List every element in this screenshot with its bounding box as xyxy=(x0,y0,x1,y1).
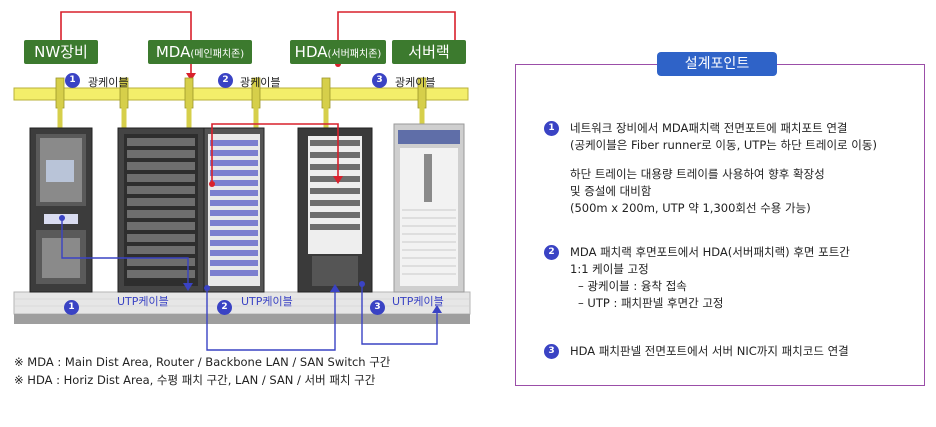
blue-cable-2 xyxy=(206,288,336,351)
point-2-number: 2 xyxy=(544,245,559,260)
label-utp-1: UTP케이블 xyxy=(117,295,169,308)
tag-hda-sub: (서버패치존) xyxy=(327,49,382,60)
tag-mda: MDA(메인패치존) xyxy=(148,40,252,64)
rack-mda-1-panels xyxy=(127,138,195,278)
blue-arrow-2 xyxy=(330,284,340,292)
red-arrow-mda xyxy=(186,73,196,81)
note-mda: ※ MDA : Main Dist Area, Router / Backbon… xyxy=(14,355,391,369)
blue-arrow-1 xyxy=(183,283,193,291)
blue-arrow-3 xyxy=(432,305,442,313)
blue-cable-1 xyxy=(61,218,189,284)
num-utp-1: 1 xyxy=(64,300,79,315)
point-1-line-2: (공케이블은 Fiber runner로 이동, UTP는 하단 트레이로 이동… xyxy=(570,138,877,152)
design-points-title: 설계포인트 xyxy=(657,52,777,76)
point-1-number: 1 xyxy=(544,121,559,136)
rack-nw xyxy=(29,127,93,293)
floor-base xyxy=(14,314,470,324)
tag-nw: NW장비 xyxy=(24,40,98,64)
rack-server-vents xyxy=(402,209,456,275)
point-2-line-3: – 광케이블 : 융착 접속 xyxy=(578,279,687,293)
label-fiber-1: 광케이블 xyxy=(88,76,129,89)
tag-mda-main: MDA xyxy=(155,43,191,61)
design-points-panel xyxy=(515,64,925,386)
tag-hda: HDA(서버패치존) xyxy=(290,40,386,64)
point-1-line-5: (500m x 200m, UTP 약 1,300회선 수용 가능) xyxy=(570,201,811,215)
point-2-line-2: 1:1 케이블 고정 xyxy=(570,262,649,276)
point-1-line-4: 및 증설에 대비함 xyxy=(570,184,652,198)
tag-mda-sub: (메인패치존) xyxy=(190,49,245,60)
num-utp-2: 2 xyxy=(217,300,232,315)
tag-hda-main: HDA xyxy=(294,43,328,61)
blue-dot-hda xyxy=(359,281,365,287)
num-utp-3: 3 xyxy=(370,300,385,315)
red-cable-mid xyxy=(211,123,339,183)
point-3-line-1: HDA 패치판넬 전면포트에서 서버 NIC까지 패치코드 연결 xyxy=(570,344,849,358)
point-2-line-4: – UTP : 패치판넬 후면간 고정 xyxy=(578,296,724,310)
label-fiber-2: 광케이블 xyxy=(240,76,281,89)
num-fiber-2: 2 xyxy=(218,73,233,88)
num-fiber-3: 3 xyxy=(372,73,387,88)
red-cable-top-right xyxy=(337,11,456,62)
label-utp-2: UTP케이블 xyxy=(241,295,293,308)
floor-grid xyxy=(14,298,470,307)
blue-dot-mda xyxy=(204,285,210,291)
label-utp-3: UTP케이블 xyxy=(392,295,444,308)
label-fiber-3: 광케이블 xyxy=(395,76,436,89)
point-1-line-3: 하단 트레이는 대용량 트레이를 사용하여 향후 확장성 xyxy=(570,167,825,181)
rack-mda-2-panels xyxy=(210,140,258,276)
tag-server: 서버랙 xyxy=(392,40,466,64)
point-3-number: 3 xyxy=(544,344,559,359)
num-fiber-1: 1 xyxy=(65,73,80,88)
red-dot-mda xyxy=(209,181,215,187)
point-2-line-1: MDA 패치랙 후면포트에서 HDA(서버패치랙) 후면 포트간 xyxy=(570,245,850,259)
point-1-line-1: 네트워크 장비에서 MDA패치랙 전면포트에 패치포트 연결 xyxy=(570,121,848,135)
blue-cable-3 xyxy=(361,284,438,345)
note-hda: ※ HDA : Horiz Dist Area, 수평 패치 구간, LAN /… xyxy=(14,373,376,387)
red-arrow-hda xyxy=(333,176,343,184)
blue-dot-nw xyxy=(59,215,65,221)
rack-server xyxy=(393,123,465,293)
